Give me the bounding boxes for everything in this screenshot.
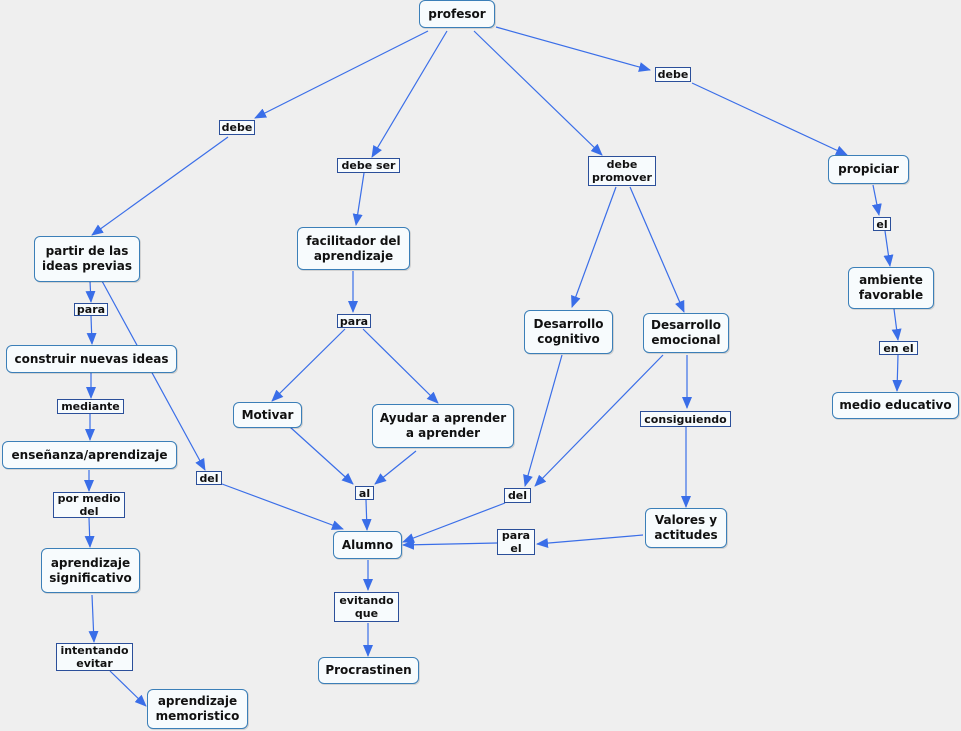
link-debe-ser: debe ser [337,158,400,173]
link-mediante: mediante [57,399,124,414]
link-al: al [355,486,374,500]
edge [88,594,99,643]
edge [91,136,229,236]
concept-desarrollo-emocional[interactable]: Desarrollo emocional [643,313,729,353]
edge [571,186,617,308]
edge [495,26,651,72]
edge [109,670,147,707]
concept-motivar[interactable]: Motivar [233,402,302,428]
edge [362,328,439,404]
concept-ensenanza-aprendizaje[interactable]: enseñanza/aprendizaje [2,441,177,469]
edge [221,483,344,530]
edge [534,354,664,487]
link-debe-left: debe [219,120,255,135]
edge [883,230,894,267]
link-intentando-evitar: intentando evitar [56,643,133,671]
edge [891,308,902,341]
link-del-right: del [504,488,531,503]
concept-construir-nuevas-ideas[interactable]: construir nuevas ideas [6,345,177,373]
link-del-left: del [196,471,222,485]
edge [402,539,498,550]
edge [84,517,95,548]
edge [86,315,97,345]
link-en-el: en el [879,341,918,355]
concept-medio-educativo[interactable]: medio educativo [832,392,959,419]
link-para-el: para el [497,529,535,555]
link-debe-right: debe [655,67,691,82]
link-por-medio-del: por medio del [53,492,125,518]
concept-aprendizaje-significativo[interactable]: aprendizaje significativo [41,548,140,593]
concept-aprendizaje-memoristico[interactable]: aprendizaje memoristico [147,689,248,729]
link-consiguiendo: consiguiendo [640,411,731,427]
edge [871,184,882,216]
edge [473,30,603,156]
link-debe-promover: debe promover [588,156,656,186]
edge [85,280,96,303]
concept-desarrollo-cognitivo[interactable]: Desarrollo cognitivo [524,310,613,354]
edge [892,354,903,392]
concept-propiciar[interactable]: propiciar [828,155,909,184]
concept-ambiente-favorable[interactable]: ambiente favorable [848,267,934,309]
link-para-mid: para [337,314,371,328]
link-para-left: para [74,303,108,316]
edge [691,82,848,156]
edge [361,499,372,531]
concept-facilitador[interactable]: facilitador del aprendizaje [297,227,410,270]
concept-partir-ideas-previas[interactable]: partir de las ideas previas [34,236,140,282]
edge [536,534,644,549]
edge [629,186,685,313]
edge [371,30,448,158]
link-el: el [873,217,891,231]
link-evitando-que: evitando que [334,592,399,622]
edge [289,426,354,485]
edge [271,328,346,402]
concept-procrastinen[interactable]: Procrastinen [318,657,419,684]
concept-alumno[interactable]: Alumno [333,531,402,559]
edge [402,502,506,543]
edge [374,450,417,485]
concept-valores-actitudes[interactable]: Valores y actitudes [645,508,727,548]
concept-ayudar-a-aprender[interactable]: Ayudar a aprender a aprender [372,404,514,448]
edge [523,354,563,487]
concept-profesor[interactable]: profesor [419,0,495,28]
edge [254,30,429,119]
edge [101,280,206,471]
edge [352,172,365,226]
